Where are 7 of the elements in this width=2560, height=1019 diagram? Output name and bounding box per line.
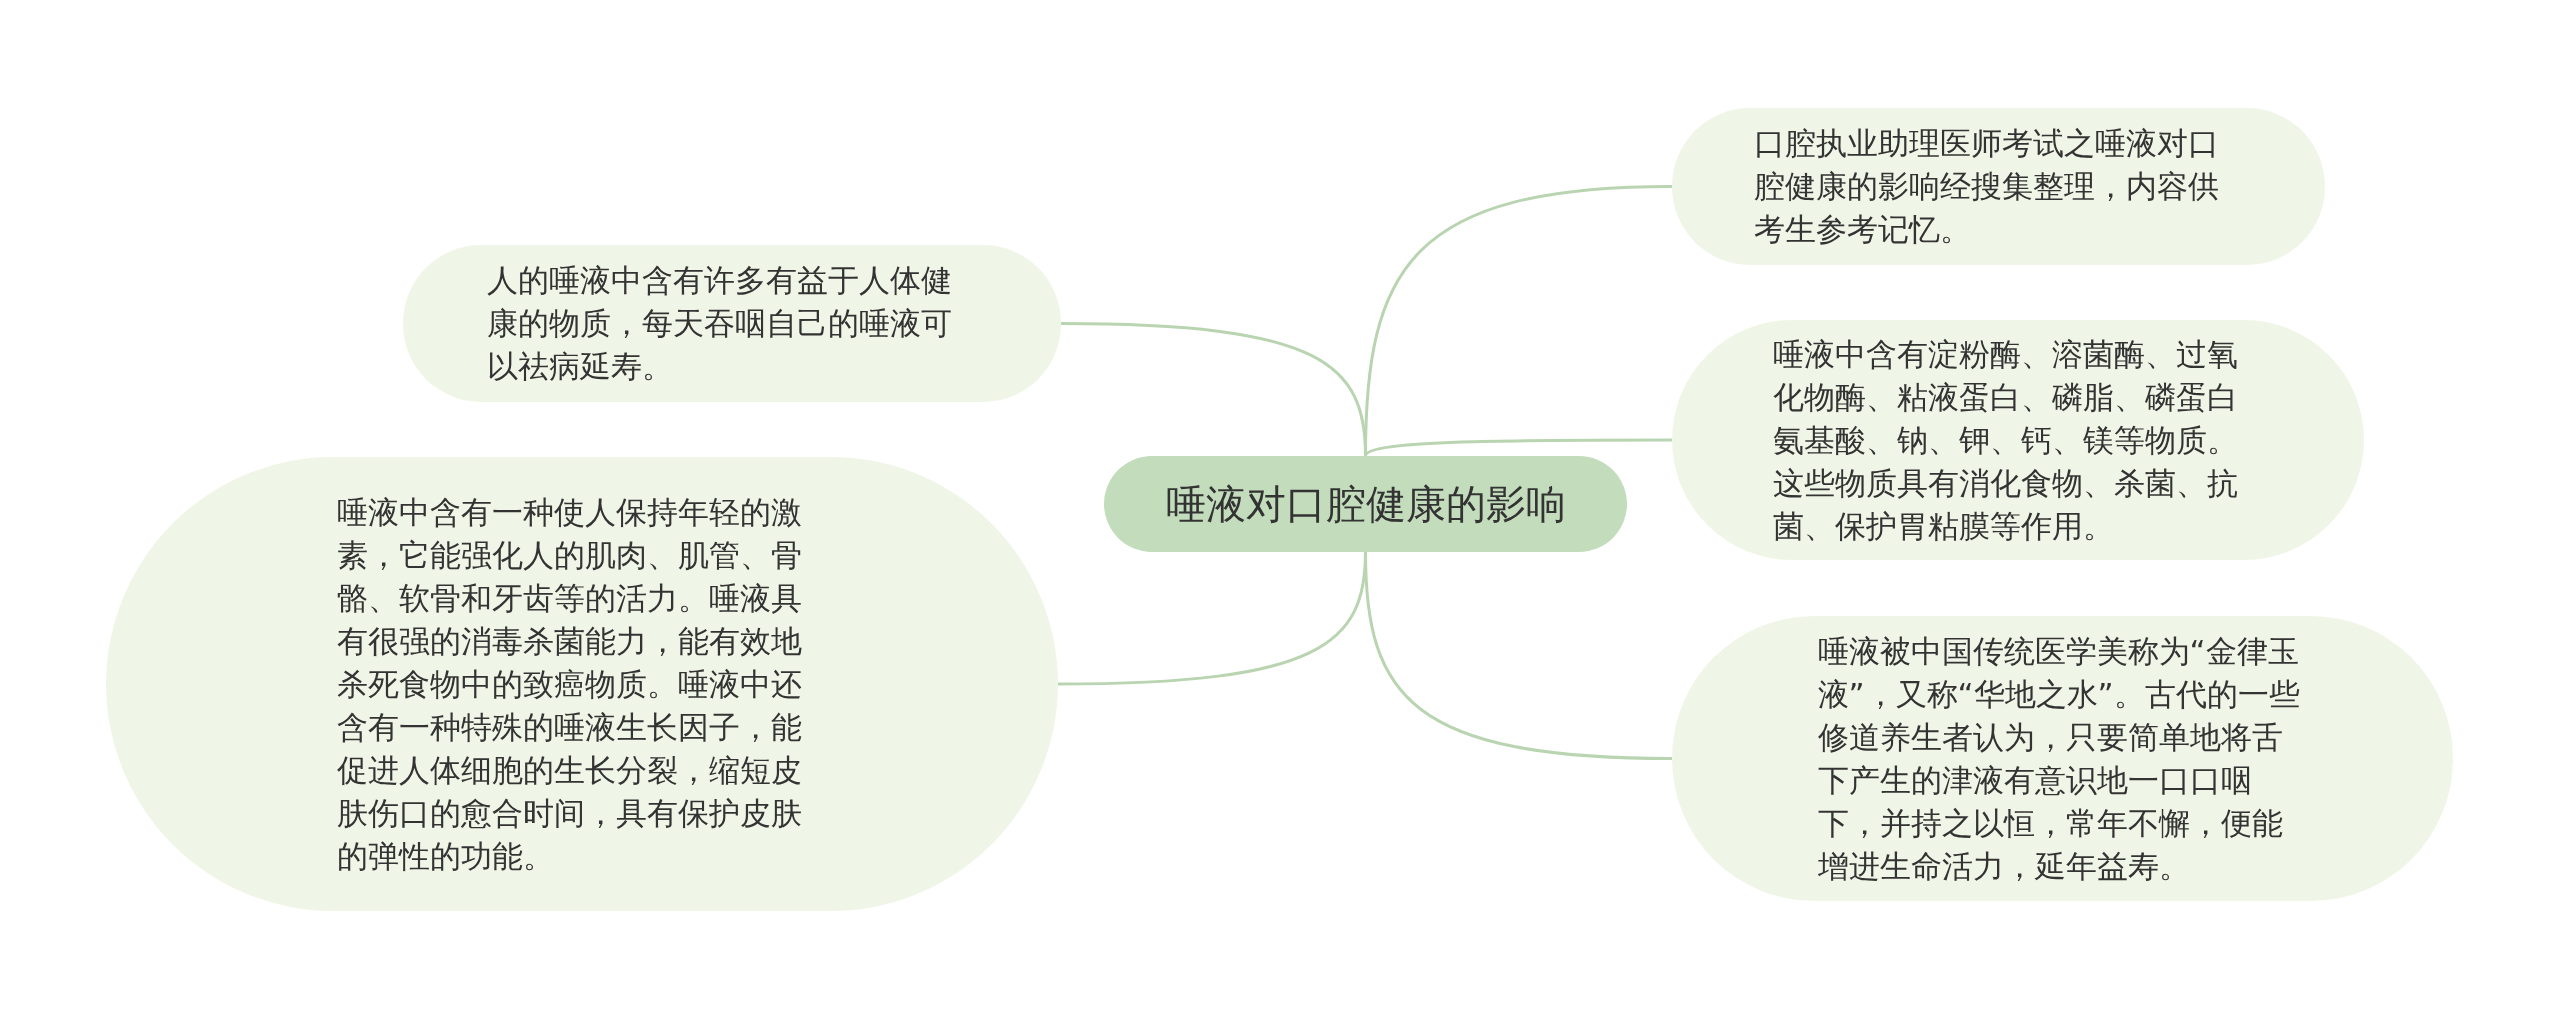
topic-text: 唾液中含有一种使人保持年轻的激素，它能强化人的肌肉、肌管、骨骼、软骨和牙齿等的活力。唾液具有很强的消毒杀菌能力，能有效地杀死食物中的致癌物质。唾液中还含有一种特殊的唾液生长因子，能促进人体细胞的生长分裂，缩短皮肤伤口的愈合时间，具有保护皮肤的弹性的功能。	[337, 492, 803, 876]
topic-text: 人的唾液中含有许多有益于人体健康的物质，每天吞咽自己的唾液可以祛病延寿。	[487, 261, 953, 386]
topic-text: 口腔执业助理医师考试之唾液对口腔健康的影响经搜集整理，内容供考生参考记忆。	[1753, 124, 2220, 249]
topic-title: 唾液对口腔健康的影响	[1165, 482, 1566, 526]
connector	[1364, 438, 1672, 457]
topic-text: 唾液中含有淀粉酶、溶菌酶、过氧化物酶、粘液蛋白、磷脂、磷蛋白氨基酸、钠、钾、钙、镁等物质。这些物质具有消化食物、杀菌、抗菌、保护胃粘膜等作用。	[1773, 334, 2239, 546]
topic-text: 唾液被中国传统医学美称为“金律玉液”，又称“华地之水”。古代的一些修道养生者认为，只要简单地将舌下产生的津液有意识地一口口咽下，并持之以恒，常年不懈，便能增进生命活力，延年益寿。	[1817, 631, 2301, 886]
